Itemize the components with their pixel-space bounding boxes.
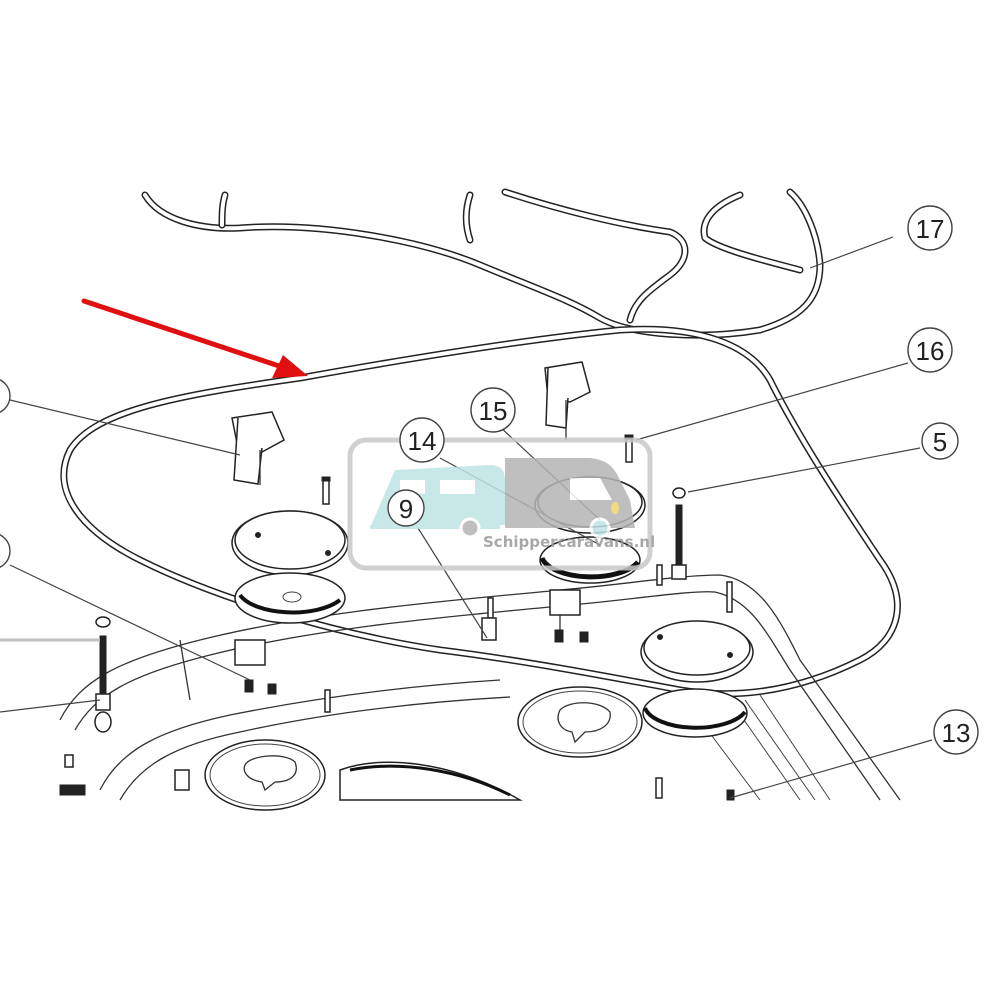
right-pulley-assembly — [640, 581, 754, 738]
svg-text:14: 14 — [408, 426, 437, 456]
upper-belt — [141, 188, 824, 339]
svg-text:16: 16 — [916, 336, 945, 366]
callout-17: 17 — [907, 205, 953, 251]
lower-spindle-center — [517, 686, 643, 758]
callout-5: 5 — [921, 422, 959, 460]
left-tension-bolt — [94, 616, 112, 733]
svg-text:13: 13 — [942, 718, 971, 748]
watermark-text: Schippercaravans.nl — [483, 533, 655, 551]
svg-text:15: 15 — [479, 396, 508, 426]
callout-15: 15 — [470, 387, 516, 433]
lower-spindle-left — [204, 739, 326, 811]
main-drive-belt — [60, 325, 901, 698]
svg-text:9: 9 — [399, 494, 413, 524]
callout-13: 13 — [933, 709, 979, 755]
callout-14: 14 — [399, 417, 445, 463]
left-pulley-assembly — [231, 510, 349, 695]
svg-text:5: 5 — [933, 427, 947, 457]
center-tensioner-bracket — [544, 361, 634, 463]
lower-gearbox — [339, 761, 523, 801]
left-tensioner-bracket — [231, 411, 331, 505]
callout-left-mid — [0, 534, 11, 568]
watermark: Schippercaravans.nl — [347, 437, 655, 571]
callout-16: 16 — [907, 327, 953, 373]
callout-9: 9 — [387, 489, 425, 527]
svg-text:17: 17 — [916, 214, 945, 244]
callout-left-top — [0, 379, 11, 413]
highlight-arrow — [81, 298, 308, 378]
right-tension-bolt — [671, 487, 687, 580]
